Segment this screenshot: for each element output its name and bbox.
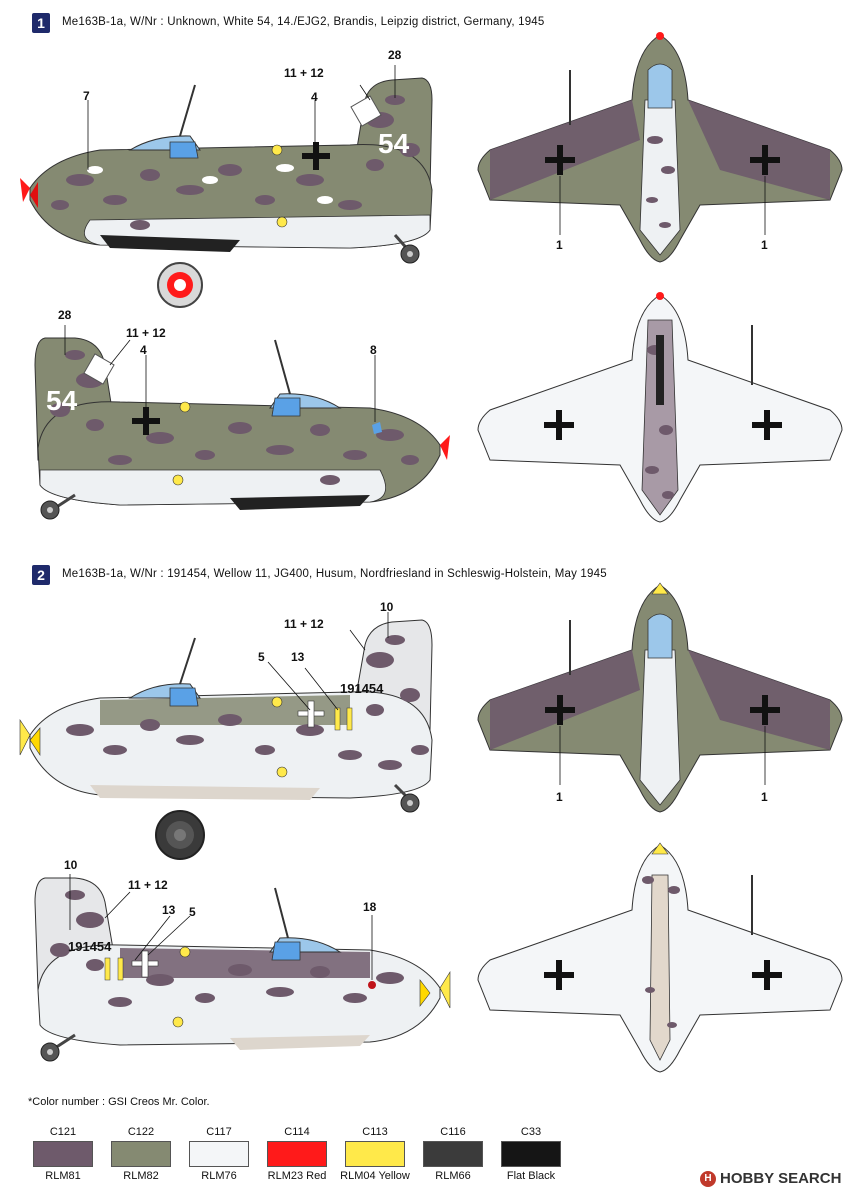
swatch-name: RLM23 Red [267, 1170, 327, 1182]
planform-1-bottom-view [477, 292, 843, 523]
callout-13: 13 [291, 650, 305, 664]
swatch-code: C116 [440, 1126, 466, 1138]
swatch-color [267, 1141, 327, 1167]
swatch-name: RLM81 [45, 1170, 81, 1182]
swatch-c122: C122 RLM82 [106, 1126, 176, 1182]
swatch-code: C117 [206, 1126, 232, 1138]
swatch-name: RLM04 Yellow [340, 1170, 410, 1182]
callout-1-right-b: 1 [761, 790, 768, 804]
swatch-name: Flat Black [506, 1170, 556, 1182]
swatch-code: C121 [49, 1126, 77, 1138]
swatch-c113: C113 RLM04 Yellow [340, 1126, 410, 1182]
section-2-badge: 2 [32, 565, 50, 585]
swatch-color [189, 1141, 249, 1167]
callout-5: 5 [258, 650, 265, 664]
profile-1-right-view [34, 325, 450, 520]
swatch-c121: C121 RLM81 [28, 1126, 98, 1182]
profile-1-left-view [20, 65, 433, 308]
callout-11-12: 11 + 12 [284, 66, 324, 80]
swatch-color [501, 1141, 561, 1167]
callout-11-12b: 11 + 12 [126, 326, 166, 340]
callout-28b: 28 [58, 308, 72, 322]
serial-number: 191454 [340, 681, 384, 696]
planform-1-top-view [477, 32, 843, 263]
planform-2-top-view [477, 582, 843, 813]
callout-1-left-b: 1 [556, 790, 563, 804]
swatch-c116: C116 RLM66 [418, 1126, 488, 1182]
callout-11-12d: 11 + 12 [128, 878, 168, 892]
section-1-title: Me163B-1a, W/Nr : Unknown, White 54, 14.… [62, 16, 545, 28]
swatch-c33: C33 Flat Black [496, 1126, 566, 1182]
color-note: *Color number : GSI Creos Mr. Color. [28, 1096, 210, 1108]
callout-4b: 4 [140, 343, 147, 357]
callout-13b: 13 [162, 903, 176, 917]
swatch-code: C33 [520, 1126, 542, 1138]
callout-11-12c: 11 + 12 [284, 617, 324, 631]
swatch-code: C114 [284, 1126, 310, 1138]
tail-number-b: 54 [46, 385, 78, 416]
swatch-color [423, 1141, 483, 1167]
swatch-name: RLM76 [201, 1170, 237, 1182]
swatch-name: RLM82 [123, 1170, 159, 1182]
planform-2-bottom-view [477, 842, 843, 1073]
swatch-name: RLM66 [435, 1170, 471, 1182]
callout-8: 8 [370, 343, 377, 357]
swatch-color [33, 1141, 93, 1167]
swatch-color [345, 1141, 405, 1167]
swatch-code: C122 [127, 1126, 155, 1138]
swatch-code: C113 [362, 1126, 388, 1138]
profile-2-right-view [34, 874, 451, 1062]
callout-1-left: 1 [556, 238, 563, 252]
swatch-color [111, 1141, 171, 1167]
swatch-c114: C114 RLM23 Red [262, 1126, 332, 1182]
watermark-text: HOBBY SEARCH [720, 1170, 842, 1187]
callout-7: 7 [83, 89, 90, 103]
callout-10b: 10 [64, 858, 78, 872]
callout-10: 10 [380, 600, 394, 614]
section-2-title: Me163B-1a, W/Nr : 191454, Wellow 11, JG4… [62, 568, 607, 580]
callout-4: 4 [311, 90, 318, 104]
profile-2-left-view [19, 612, 433, 860]
callout-5b: 5 [189, 905, 196, 919]
tail-number: 54 [378, 128, 410, 159]
callout-28: 28 [388, 48, 402, 62]
section-1-badge: 1 [32, 13, 50, 33]
watermark: H HOBBY SEARCH [700, 1170, 841, 1187]
callout-1-right: 1 [761, 238, 768, 252]
callout-18: 18 [363, 900, 377, 914]
color-swatch-row: C121 RLM81 C122 RLM82 C117 RLM76 C114 RL… [28, 1126, 566, 1182]
serial-number-b: 191454 [68, 939, 112, 954]
swatch-c117: C117 RLM76 [184, 1126, 254, 1182]
hobby-search-logo-icon: H [700, 1170, 716, 1187]
